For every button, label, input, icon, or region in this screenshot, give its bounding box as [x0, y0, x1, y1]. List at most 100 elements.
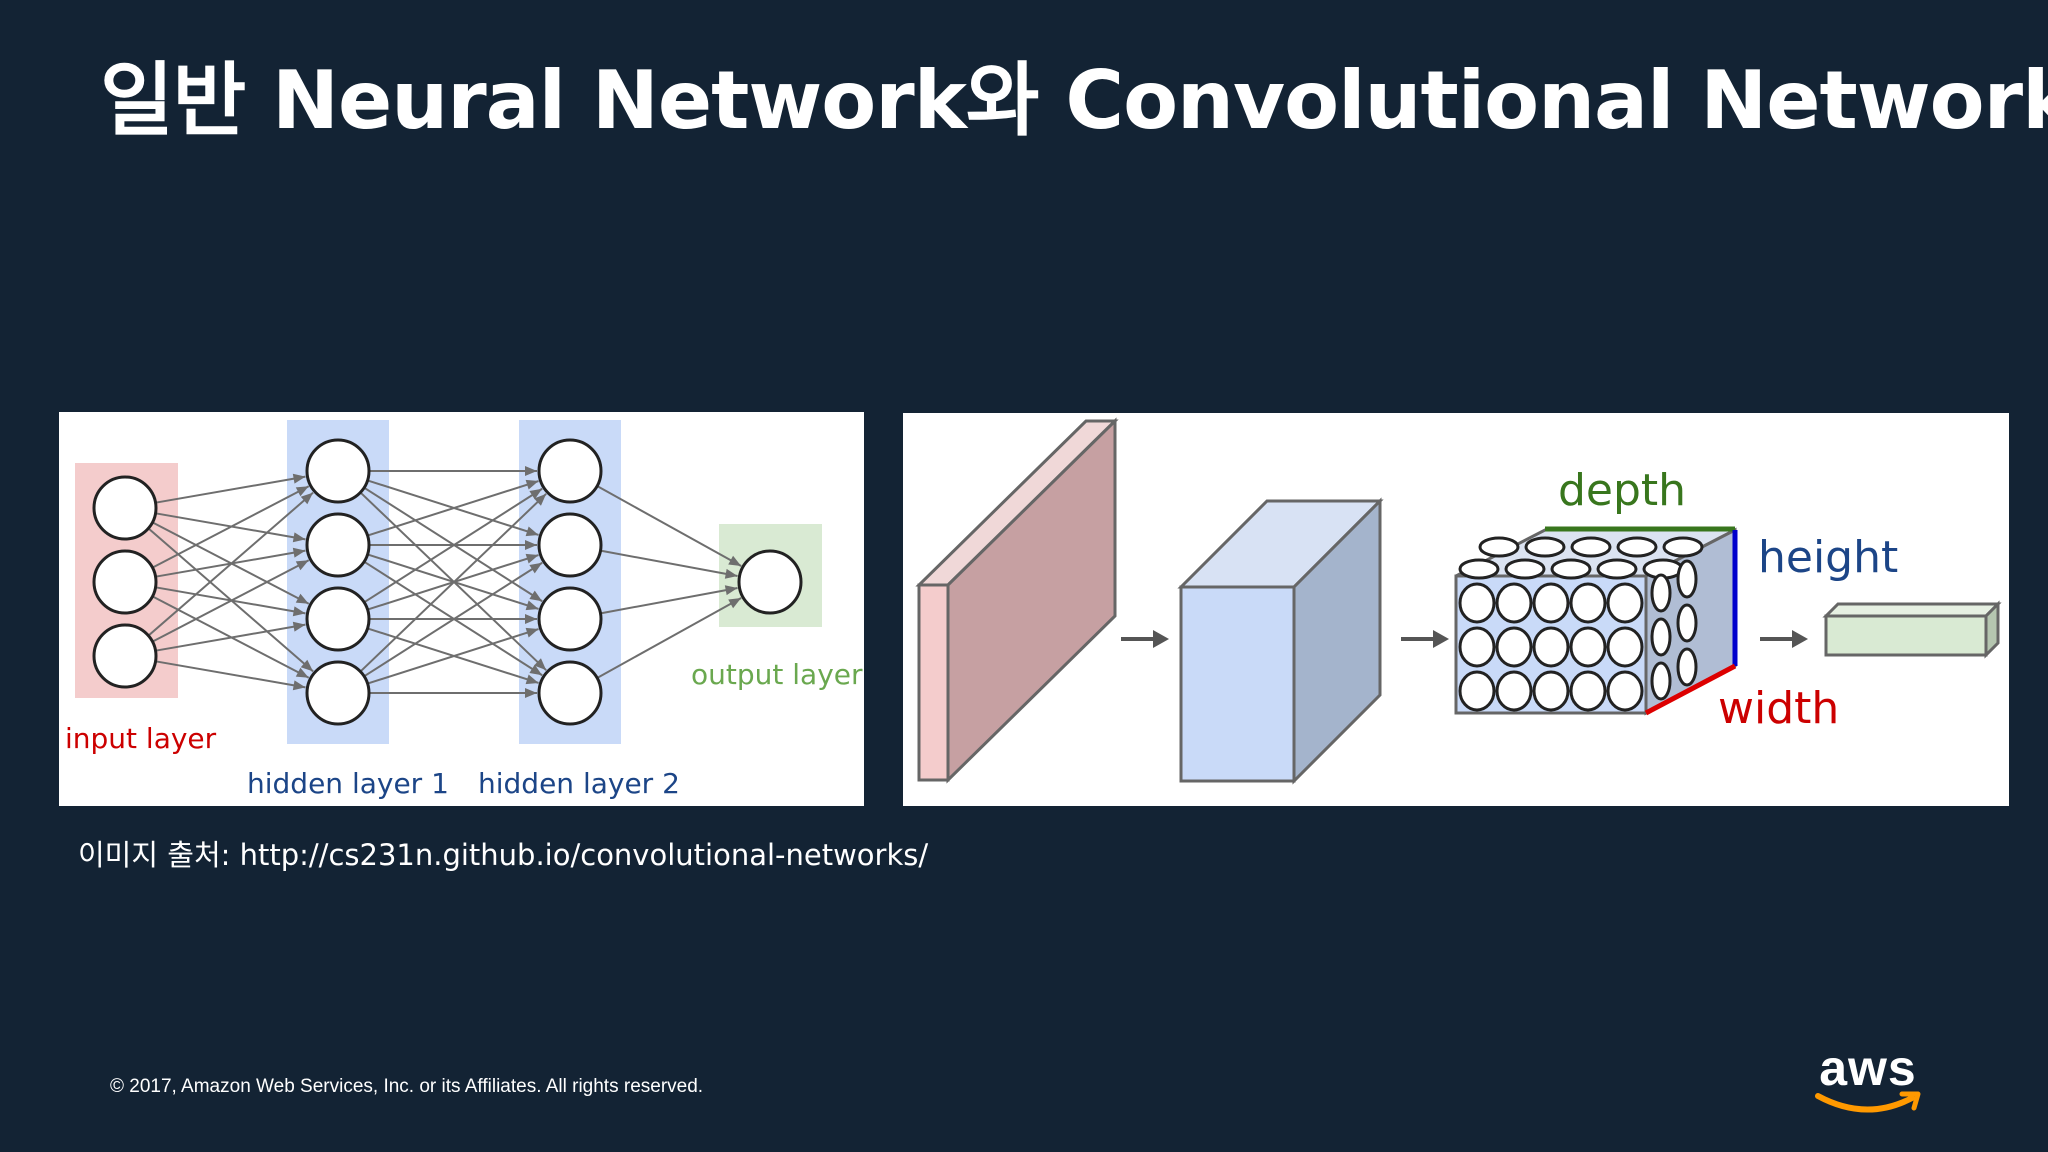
connection-line	[600, 587, 738, 615]
connection-line	[147, 491, 314, 637]
connection-arrowhead	[728, 555, 742, 566]
neuron-node	[737, 549, 803, 615]
hidden-volume	[1177, 497, 1384, 785]
neuron-nodes	[92, 438, 803, 726]
arrow-2	[1401, 630, 1449, 648]
connection-arrowhead	[300, 659, 314, 672]
connection-arrowhead	[525, 674, 539, 685]
connection-arrowhead	[292, 532, 306, 543]
output-layer-label: output layer	[691, 658, 863, 691]
neuron-circle	[1606, 670, 1644, 712]
neuron-circle	[1662, 536, 1704, 558]
neuron-node	[537, 660, 603, 726]
connection-line	[596, 485, 742, 567]
connection-line	[359, 493, 547, 673]
connection-line	[155, 660, 306, 689]
copyright-footer: © 2017, Amazon Web Services, Inc. or its…	[110, 1076, 704, 1097]
neuron-circle	[1495, 626, 1533, 668]
connection-arrowhead	[525, 600, 539, 611]
neuron-circle	[1606, 582, 1644, 624]
connection-arrowhead	[525, 479, 539, 490]
hidden-layer-1-label: hidden layer 1	[247, 767, 449, 800]
neuron-node	[537, 438, 603, 504]
aws-logo: aws	[1808, 1040, 1928, 1120]
neuron-node	[305, 438, 371, 504]
convolutional-network-diagram: depth height width	[903, 413, 2009, 806]
connection-line	[596, 597, 742, 679]
neuron-circle	[1458, 582, 1496, 624]
image-source-caption: 이미지 출처: http://cs231n.github.io/convolut…	[78, 838, 929, 872]
connection-arrowhead	[525, 627, 539, 638]
neuron-node	[305, 660, 371, 726]
input-volume	[915, 417, 1119, 784]
connection-arrowhead	[529, 664, 543, 676]
connection-arrowhead	[525, 466, 537, 476]
aws-logo-text: aws	[1819, 1040, 1917, 1096]
neuron-circle	[1532, 626, 1570, 668]
neural-network-diagram: input layer hidden layer 1 hidden layer …	[59, 412, 864, 806]
neuron-circle	[1569, 626, 1607, 668]
neuron-circle	[1650, 617, 1672, 657]
connection-arrowhead	[724, 568, 738, 579]
neuron-circle	[1532, 670, 1570, 712]
neuron-node	[537, 586, 603, 652]
connection-arrowhead	[529, 562, 543, 574]
neuron-node	[537, 512, 603, 578]
arrow-1	[1121, 630, 1169, 648]
neuron-circle	[1458, 670, 1496, 712]
neuron-node	[92, 549, 158, 615]
connection-line	[363, 487, 543, 604]
connection-arrowhead	[292, 680, 306, 691]
neuron-circle	[1458, 626, 1496, 668]
neuron-circle	[1569, 582, 1607, 624]
neuron-circle	[1495, 582, 1533, 624]
connection-line	[152, 485, 310, 569]
connection-line	[155, 623, 306, 652]
connection-arrowhead	[292, 547, 306, 558]
neuron-circle	[1458, 558, 1500, 580]
neuron-circle	[1596, 558, 1638, 580]
neuron-circle	[1650, 661, 1672, 701]
neuron-circle	[1616, 536, 1658, 558]
neuron-circle	[1676, 647, 1698, 687]
connection-arrowhead	[292, 473, 306, 484]
connection-line	[363, 561, 543, 678]
aws-smile-icon	[1815, 1091, 1921, 1113]
neuron-volume	[1454, 526, 1738, 716]
connection-arrowhead	[295, 593, 309, 604]
neuron-circle	[1676, 559, 1698, 599]
neuron-circle	[1650, 573, 1672, 613]
input-layer-label: input layer	[65, 722, 217, 755]
connection-arrowhead	[529, 590, 543, 602]
connection-line	[600, 549, 738, 577]
connection-arrowhead	[724, 585, 738, 596]
connection-arrowhead	[534, 493, 547, 506]
convolutional-network-svg: depth height width	[915, 417, 2002, 785]
neuron-circle	[1550, 558, 1592, 580]
connection-arrowhead	[525, 526, 539, 537]
connection-arrowhead	[300, 492, 314, 505]
output-volume	[1822, 600, 2002, 659]
connection-line	[152, 559, 310, 643]
connection-lines	[147, 466, 742, 698]
neuron-circle	[1478, 536, 1520, 558]
connection-arrowhead	[525, 553, 539, 564]
neuron-node	[305, 512, 371, 578]
width-edge	[1644, 663, 1737, 716]
neuron-circle	[1676, 603, 1698, 643]
connection-arrowhead	[292, 606, 306, 617]
neuron-node	[92, 475, 158, 541]
height-label: height	[1758, 532, 1898, 583]
arrow-3	[1760, 630, 1808, 648]
neural-network-svg: input layer hidden layer 1 hidden layer …	[65, 420, 863, 800]
connection-arrowhead	[292, 621, 306, 632]
connection-arrowhead	[295, 560, 309, 571]
connection-arrowhead	[534, 658, 547, 671]
connection-line	[367, 480, 539, 537]
neuron-circle	[1495, 670, 1533, 712]
connection-line	[367, 628, 539, 685]
neuron-circle	[1569, 670, 1607, 712]
connection-arrowhead	[728, 598, 742, 609]
neuron-circle	[1532, 582, 1570, 624]
neuron-circle	[1606, 626, 1644, 668]
